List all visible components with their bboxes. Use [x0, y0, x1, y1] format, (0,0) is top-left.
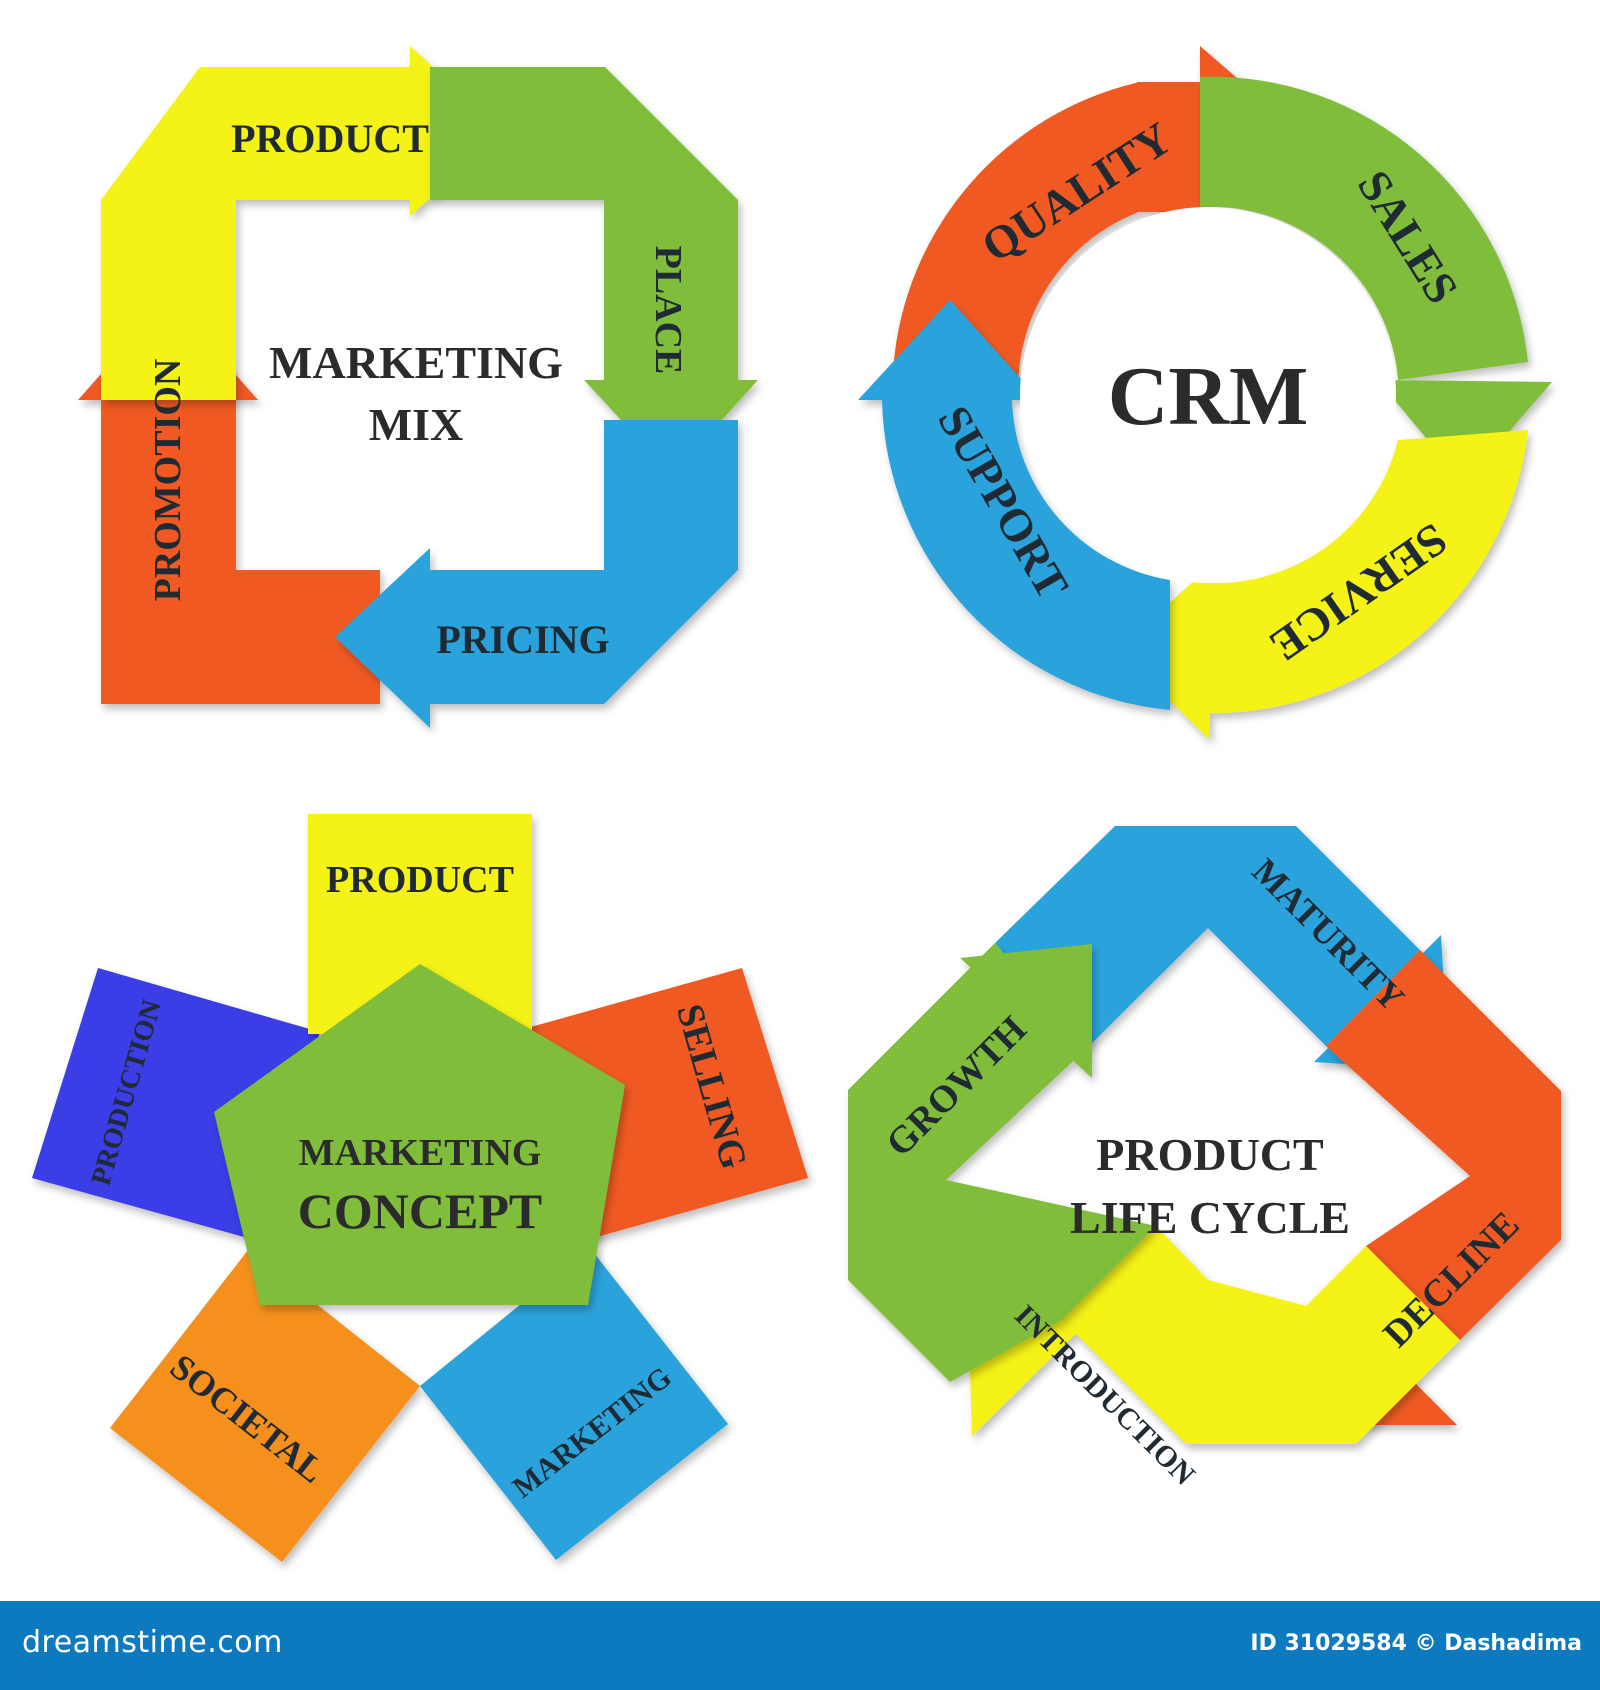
marketing-mix-pricing-label: PRICING	[436, 617, 609, 662]
crm-title: CRM	[1108, 350, 1309, 443]
marketing-mix-promotion-label: PROMOTION	[147, 359, 189, 602]
footer-site-logo[interactable]: dreamstime.com	[22, 1625, 283, 1660]
marketing-concept-title-line2: CONCEPT	[298, 1183, 542, 1239]
diagrams-svg: PRODUCT PLACE PRICING PROMOTION MARKETIN…	[0, 0, 1600, 1601]
marketing-concept-diagram: PRODUCT PRODUCTION SELLING SOCIETAL MARK…	[32, 814, 808, 1562]
marketing-mix-product-label: PRODUCT	[231, 116, 429, 161]
marketing-mix-title-line2: MIX	[369, 399, 464, 450]
crm-diagram: QUALITY SALES SERVICE SUPPORT CRM	[858, 46, 1552, 740]
marketing-mix-place-label: PLACE	[647, 246, 689, 375]
marketing-concept-product-label: PRODUCT	[326, 859, 514, 901]
marketing-concept-title-line1: MARKETING	[299, 1132, 542, 1174]
footer-bar: dreamstime.com ID 31029584 © Dashadima	[0, 1601, 1600, 1690]
footer-image-credit: ID 31029584 © Dashadima	[1250, 1631, 1582, 1656]
marketing-mix-diagram: PRODUCT PLACE PRICING PROMOTION MARKETIN…	[78, 46, 758, 728]
product-life-cycle-title-line1: PRODUCT	[1096, 1129, 1323, 1180]
marketing-mix-title-line1: MARKETING	[269, 337, 563, 388]
product-life-cycle-diagram: MATURITY DECLINE INTRODUCTION GROWTH PRO…	[848, 826, 1561, 1492]
product-life-cycle-title-line2: LIFE CYCLE	[1070, 1192, 1350, 1243]
